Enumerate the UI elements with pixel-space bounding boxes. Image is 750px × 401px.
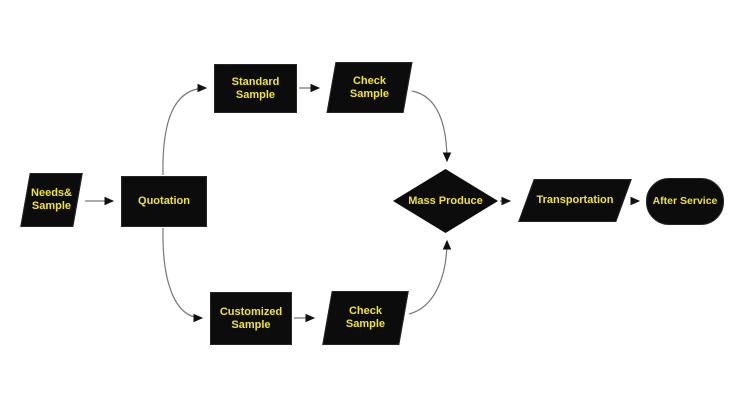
edge-check-sample-top-to-mass-produce <box>411 90 452 163</box>
edge-quotation-to-standard-sample <box>162 83 208 176</box>
label-line: Sample <box>231 318 271 331</box>
node-label: Quotation <box>138 195 190 208</box>
rectangle-shape <box>214 64 297 113</box>
node-label: After Service <box>653 195 718 208</box>
label-line: Sample <box>235 88 276 101</box>
node-mass-produce: Mass Produce <box>393 169 498 233</box>
label-line: Check <box>348 305 382 317</box>
label-line: Mass Produce <box>408 194 483 207</box>
rectangle-shape <box>121 176 207 227</box>
node-needs-sample: Needs& Sample <box>20 173 83 227</box>
label-line: Transportation <box>536 194 614 206</box>
node-quotation: Quotation <box>121 176 207 227</box>
node-check-sample-top: Check Sample <box>326 62 413 113</box>
node-label: Customized Sample <box>220 306 282 332</box>
node-standard-sample: Standard Sample <box>214 64 297 113</box>
label-line: Sample <box>31 200 72 212</box>
edge-quotation-to-customized-sample <box>162 227 204 323</box>
label-line: Quotation <box>138 195 190 207</box>
node-after-service: After Service <box>646 178 724 225</box>
label-line: Check <box>352 74 386 87</box>
node-label: Standard Sample <box>232 76 280 102</box>
node-label: Check Sample <box>346 305 385 331</box>
node-label: Transportation <box>536 194 613 207</box>
rectangle-shape <box>210 292 292 345</box>
edge-check-sample-bottom-to-mass-produce <box>408 239 452 315</box>
label-line: Sample <box>349 87 390 100</box>
node-customized-sample: Customized Sample <box>210 292 292 345</box>
node-check-sample-bottom: Check Sample <box>322 291 409 345</box>
label-line: Sample <box>345 318 386 330</box>
label-line: After Service <box>652 195 718 207</box>
label-line: Customized <box>219 305 283 318</box>
node-label: Mass Produce <box>408 195 483 208</box>
label-line: Needs& <box>31 187 72 199</box>
label-line: Standard <box>231 75 280 88</box>
node-label: Check Sample <box>350 75 389 101</box>
node-label: Needs& Sample <box>31 187 72 213</box>
stadium-shape <box>646 178 724 225</box>
node-transportation: Transportation <box>517 179 633 222</box>
